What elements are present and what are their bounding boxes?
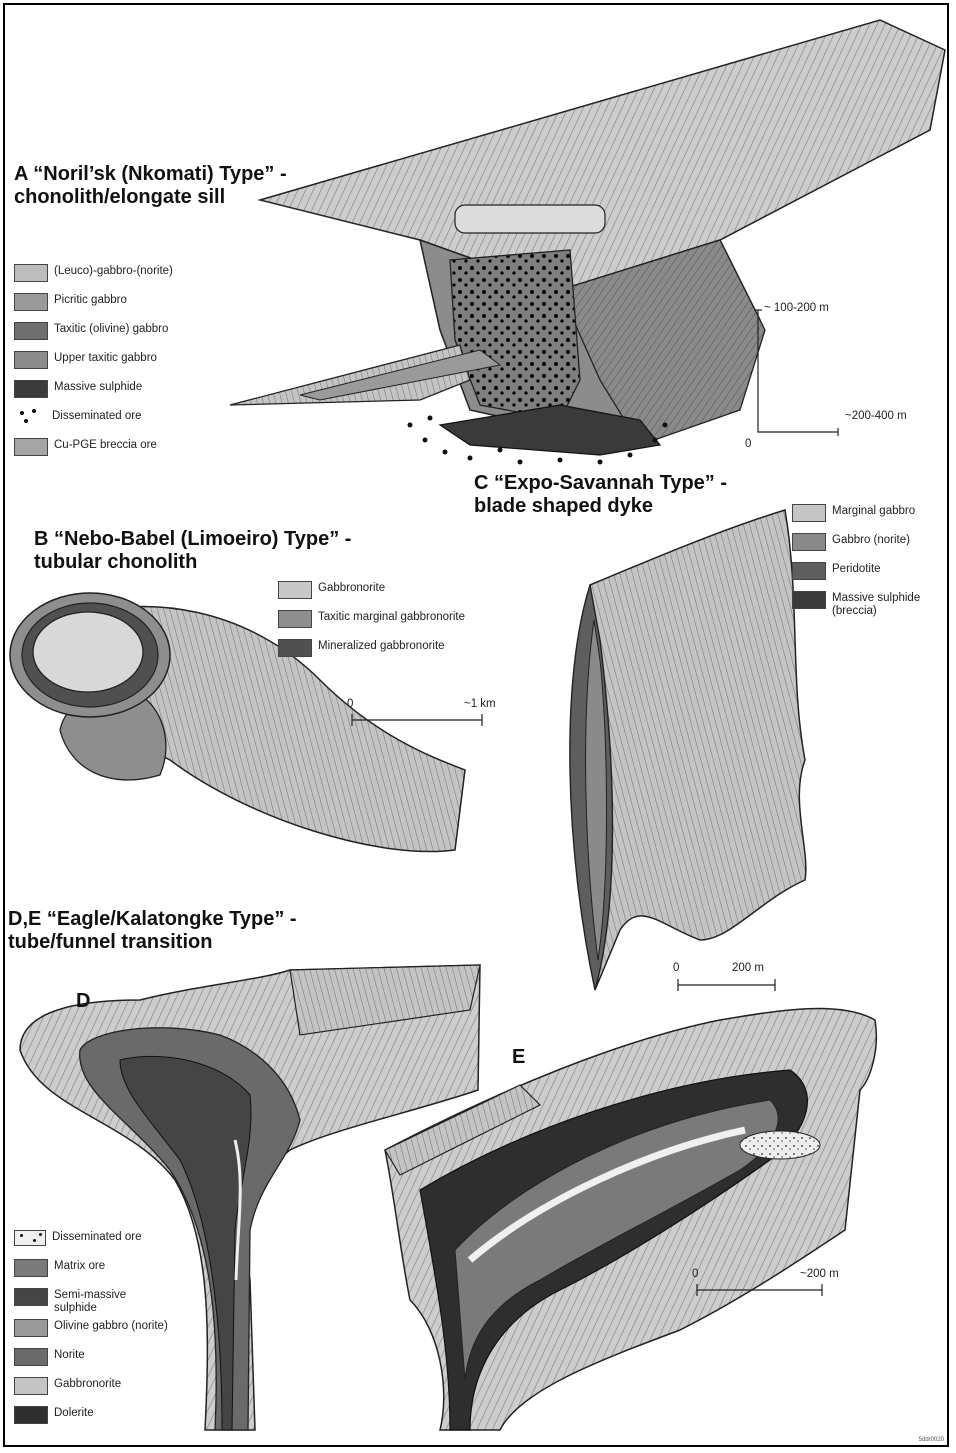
panel-de-legend: Disseminated ore Matrix ore Semi-massive… <box>14 1230 168 1435</box>
legend-item: (Leuco)-gabbro-(norite) <box>14 264 173 293</box>
legend-label: Massive sulphide (breccia) <box>832 591 942 618</box>
legend-swatch <box>14 264 48 282</box>
legend-label: Matrix ore <box>54 1259 105 1273</box>
panel-e-scale-start: 0 <box>692 1268 698 1280</box>
legend-item: Disseminated ore <box>14 1230 168 1259</box>
legend-label: (Leuco)-gabbro-(norite) <box>54 264 173 278</box>
panel-a-block-diagram <box>230 20 945 455</box>
legend-item: Semi-massive sulphide <box>14 1288 168 1319</box>
legend-swatch <box>14 1319 48 1337</box>
legend-label: Semi-massive sulphide <box>54 1288 144 1315</box>
legend-swatch <box>792 504 826 522</box>
legend-label: Upper taxitic gabbro <box>54 351 157 365</box>
legend-label: Gabbronorite <box>54 1377 121 1391</box>
legend-swatch <box>14 1348 48 1366</box>
panel-c-legend: Marginal gabbro Gabbro (norite) Peridoti… <box>792 504 942 625</box>
legend-swatch <box>792 591 826 609</box>
panel-a-title-line2: chonolith/elongate sill <box>14 186 287 209</box>
legend-label: Mineralized gabbronorite <box>318 639 445 653</box>
legend-label: Gabbro (norite) <box>832 533 910 547</box>
legend-label: Dolerite <box>54 1406 94 1420</box>
legend-swatch <box>278 639 312 657</box>
legend-label: Disseminated ore <box>52 1230 141 1244</box>
panel-c-block-diagram <box>570 510 806 990</box>
legend-swatch <box>278 581 312 599</box>
panel-c-scale-end: 200 m <box>732 962 764 974</box>
legend-item: Massive sulphide <box>14 380 173 409</box>
legend-item: Gabbronorite <box>14 1377 168 1406</box>
legend-item: Dolerite <box>14 1406 168 1435</box>
legend-label: Taxitic (olivine) gabbro <box>54 322 168 336</box>
panel-b-legend: Gabbronorite Taxitic marginal gabbronori… <box>278 581 465 668</box>
legend-swatch-dots <box>14 409 46 425</box>
legend-item: Mineralized gabbronorite <box>278 639 465 668</box>
legend-swatch <box>14 293 48 311</box>
panel-e-scale-end: ~200 m <box>800 1268 839 1280</box>
panel-d-letter: D <box>76 990 90 1013</box>
legend-item: Upper taxitic gabbro <box>14 351 173 380</box>
legend-swatch <box>14 1288 48 1306</box>
legend-swatch <box>14 351 48 369</box>
legend-label: Cu-PGE breccia ore <box>54 438 157 452</box>
panel-a-scale-vertical: ~ 100-200 m <box>764 302 829 314</box>
legend-swatch-dots <box>14 1230 46 1246</box>
panel-de-title-line2: tube/funnel transition <box>8 931 297 954</box>
legend-swatch <box>14 438 48 456</box>
legend-swatch <box>792 533 826 551</box>
panel-e-letter: E <box>512 1046 525 1069</box>
legend-item: Cu-PGE breccia ore <box>14 438 173 467</box>
legend-item: Matrix ore <box>14 1259 168 1288</box>
legend-label: Olivine gabbro (norite) <box>54 1319 168 1333</box>
legend-label: Disseminated ore <box>52 409 141 423</box>
legend-swatch <box>14 1406 48 1424</box>
legend-swatch <box>278 610 312 628</box>
panel-a-scale-bar <box>754 310 838 436</box>
panel-b-title-line1: B “Nebo-Babel (Limoeiro) Type” - <box>34 528 351 551</box>
legend-swatch <box>14 322 48 340</box>
panel-c-scale-start: 0 <box>673 962 679 974</box>
legend-item: Taxitic marginal gabbronorite <box>278 610 465 639</box>
panel-de-title-line1: D,E “Eagle/Kalatongke Type” - <box>8 908 297 931</box>
legend-label: Picritic gabbro <box>54 293 127 307</box>
panel-de-title: D,E “Eagle/Kalatongke Type” - tube/funne… <box>8 908 297 954</box>
panel-c-title-line2: blade shaped dyke <box>474 495 727 518</box>
legend-swatch <box>14 380 48 398</box>
panel-b-title: B “Nebo-Babel (Limoeiro) Type” - tubular… <box>34 528 351 574</box>
panel-a-title-line1: A “Noril’sk (Nkomati) Type” - <box>14 163 287 186</box>
legend-label: Peridotite <box>832 562 881 576</box>
legend-swatch <box>14 1377 48 1395</box>
panel-b-scale-end: ~1 km <box>464 698 496 710</box>
legend-swatch <box>792 562 826 580</box>
panel-a-scale-horizontal: ~200-400 m <box>845 410 907 422</box>
legend-item: Marginal gabbro <box>792 504 942 533</box>
legend-item: Olivine gabbro (norite) <box>14 1319 168 1348</box>
legend-swatch <box>14 1259 48 1277</box>
panel-b-title-line2: tubular chonolith <box>34 551 351 574</box>
legend-item: Norite <box>14 1348 168 1377</box>
legend-label: Gabbronorite <box>318 581 385 595</box>
legend-label: Norite <box>54 1348 85 1362</box>
legend-label: Taxitic marginal gabbronorite <box>318 610 465 624</box>
legend-item: Massive sulphide (breccia) <box>792 591 942 625</box>
panel-b-scale-start: 0 <box>347 698 353 710</box>
legend-item: Peridotite <box>792 562 942 591</box>
panel-a-legend: (Leuco)-gabbro-(norite) Picritic gabbro … <box>14 264 173 467</box>
legend-item: Disseminated ore <box>14 409 173 438</box>
legend-label: Massive sulphide <box>54 380 142 394</box>
panel-c-scale-bar <box>678 979 775 991</box>
legend-item: Gabbro (norite) <box>792 533 942 562</box>
panel-c-title-line1: C “Expo-Savannah Type” - <box>474 472 727 495</box>
panel-a-title: A “Noril’sk (Nkomati) Type” - chonolith/… <box>14 163 287 209</box>
figure-id-stamp: 5ddr0020 <box>919 1437 944 1443</box>
legend-item: Picritic gabbro <box>14 293 173 322</box>
panel-a-scale-origin: 0 <box>745 438 751 450</box>
panel-c-title: C “Expo-Savannah Type” - blade shaped dy… <box>474 472 727 518</box>
legend-item: Taxitic (olivine) gabbro <box>14 322 173 351</box>
legend-item: Gabbronorite <box>278 581 465 610</box>
legend-label: Marginal gabbro <box>832 504 915 518</box>
